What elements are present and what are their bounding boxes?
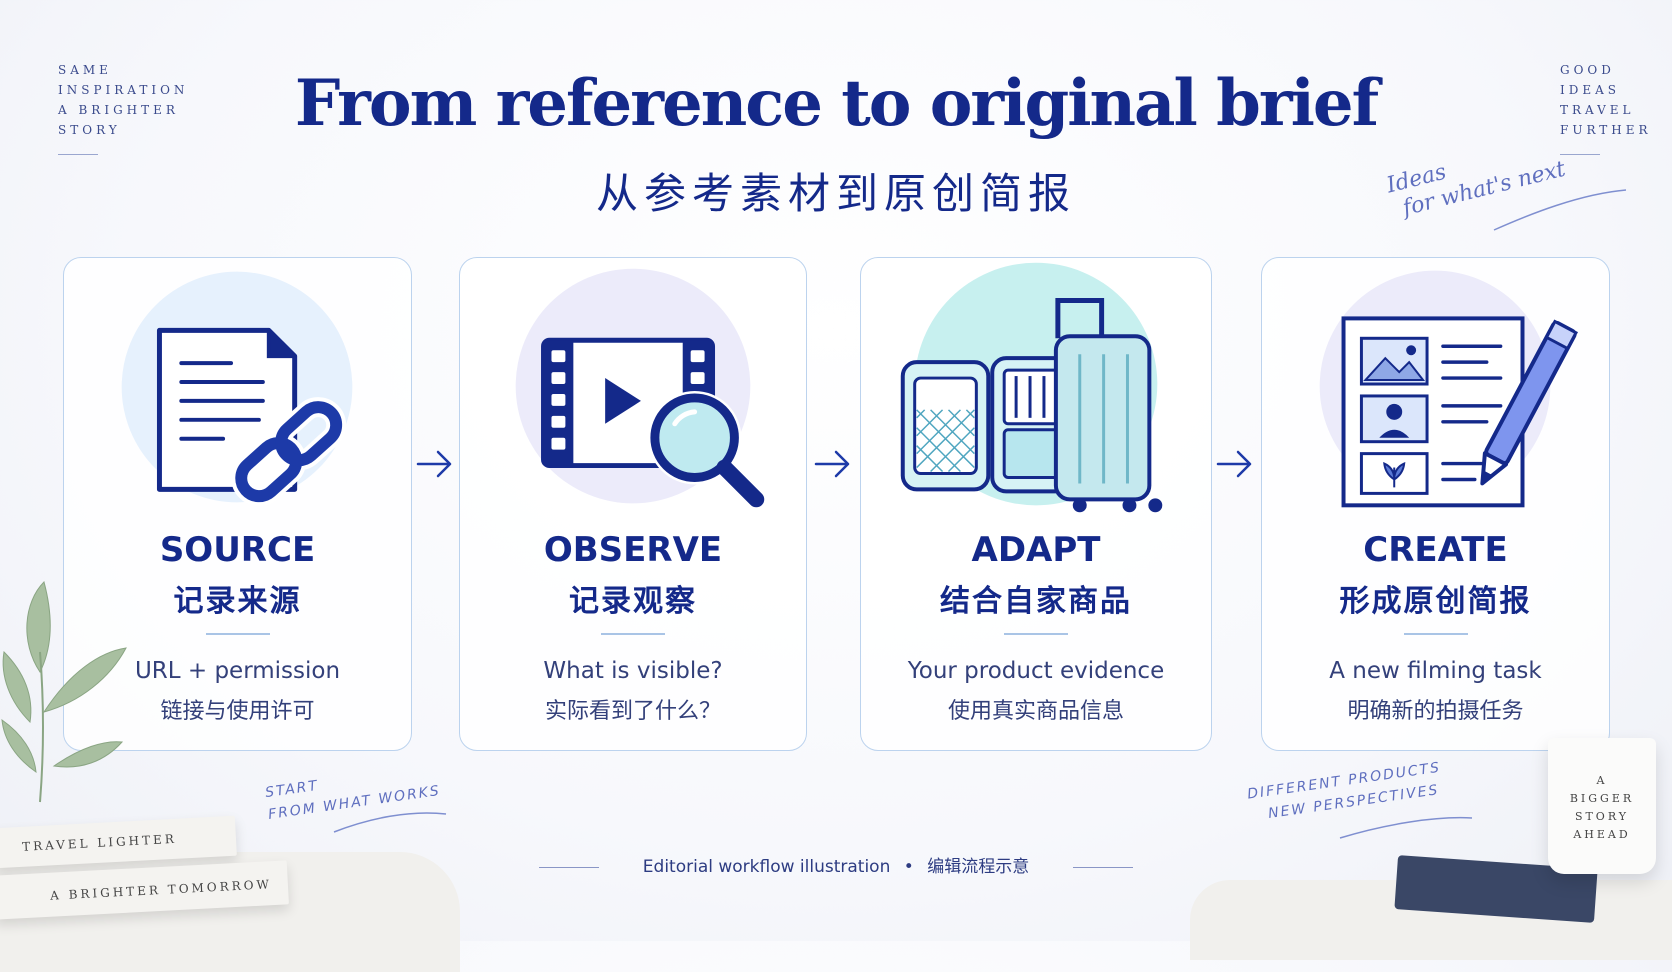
step-desc-en: URL + permission: [134, 658, 341, 684]
corner-line: GOOD: [1560, 63, 1615, 77]
step-divider: [1004, 633, 1068, 635]
swoosh-right: [1493, 189, 1627, 231]
plant-icon: [1, 581, 127, 803]
mug-line: STORY: [1574, 810, 1630, 823]
corner-line: IDEAS: [1560, 83, 1621, 97]
step-title-zh: 形成原创简报: [1339, 584, 1532, 619]
corner-rule: [58, 154, 98, 155]
footer-rule: [1072, 866, 1133, 868]
brief-pencil-icon: [1319, 270, 1578, 508]
page-title: From reference to original brief: [294, 66, 1379, 141]
mug-line: BIGGER: [1569, 792, 1635, 805]
step-card-create: CREATE 形成原创简报 A new filming task 明确新的拍摄任…: [1261, 257, 1610, 751]
footer-en: Editorial workflow illustration: [642, 857, 891, 877]
footer-caption: Editorial workflow illustration • 编辑流程示意: [0, 852, 1672, 877]
step-desc-zh: 使用真实商品信息: [947, 699, 1124, 724]
mug-line: A: [1596, 774, 1608, 787]
arrow-right-icon: [416, 450, 452, 478]
step-title-en: CREATE: [1363, 530, 1508, 570]
step-title-en: OBSERVE: [543, 530, 723, 570]
suitcase-icon: [900, 262, 1163, 513]
swoosh-left: [333, 812, 447, 833]
video-magnifier-icon: [515, 268, 765, 508]
footer-sep: •: [903, 857, 914, 877]
mug-line: AHEAD: [1573, 828, 1631, 841]
arrow-right-icon: [1216, 450, 1252, 478]
corner-line: FURTHER: [1560, 123, 1652, 137]
footer-rule: [539, 866, 600, 868]
book-title: TRAVEL LIGHTER: [21, 831, 178, 854]
corner-line: SAME: [58, 63, 112, 77]
step-title-zh: 记录观察: [569, 584, 697, 619]
step-title-en: ADAPT: [971, 530, 1101, 570]
corner-tagline-left: SAME INSPIRATION A BRIGHTER STORY: [58, 60, 188, 155]
step-card-adapt: ADAPT 结合自家商品 Your product evidence 使用真实商…: [860, 257, 1212, 751]
mug-text: A BIGGER STORY AHEAD: [1548, 772, 1656, 844]
corner-rule: [1560, 154, 1600, 155]
step-title-en: SOURCE: [159, 530, 316, 570]
corner-tagline-right: GOOD IDEAS TRAVEL FURTHER: [1560, 60, 1652, 155]
corner-line: TRAVEL: [1560, 103, 1635, 117]
book-title: A BRIGHTER TOMORROW: [49, 877, 273, 903]
step-card-source: SOURCE 记录来源 URL + permission 链接与使用许可: [63, 257, 412, 751]
step-desc-zh: 链接与使用许可: [160, 699, 315, 724]
step-desc-en: A new filming task: [1329, 658, 1542, 684]
corner-line: INSPIRATION: [58, 83, 189, 97]
corner-line: STORY: [58, 123, 121, 137]
step-desc-en: Your product evidence: [907, 658, 1165, 684]
document-link-icon: [121, 271, 353, 507]
step-desc-zh: 明确新的拍摄任务: [1347, 699, 1524, 724]
step-divider: [1403, 633, 1468, 635]
step-desc-zh: 实际看到了什么？: [544, 699, 721, 724]
arrow-right-icon: [814, 450, 850, 478]
step-card-observe: OBSERVE 记录观察 What is visible? 实际看到了什么？: [459, 257, 807, 751]
corner-line: A BRIGHTER: [58, 103, 179, 117]
step-divider: [205, 633, 270, 635]
step-desc-en: What is visible?: [543, 658, 723, 684]
page-subtitle: 从参考素材到原创简报: [595, 169, 1076, 218]
swoosh-right-bottom: [1339, 816, 1473, 839]
step-divider: [601, 633, 665, 635]
step-title-zh: 结合自家商品: [940, 584, 1132, 619]
footer-zh: 编辑流程示意: [927, 857, 1030, 877]
mug: A BIGGER STORY AHEAD: [1548, 738, 1656, 874]
step-title-zh: 记录来源: [173, 584, 302, 619]
